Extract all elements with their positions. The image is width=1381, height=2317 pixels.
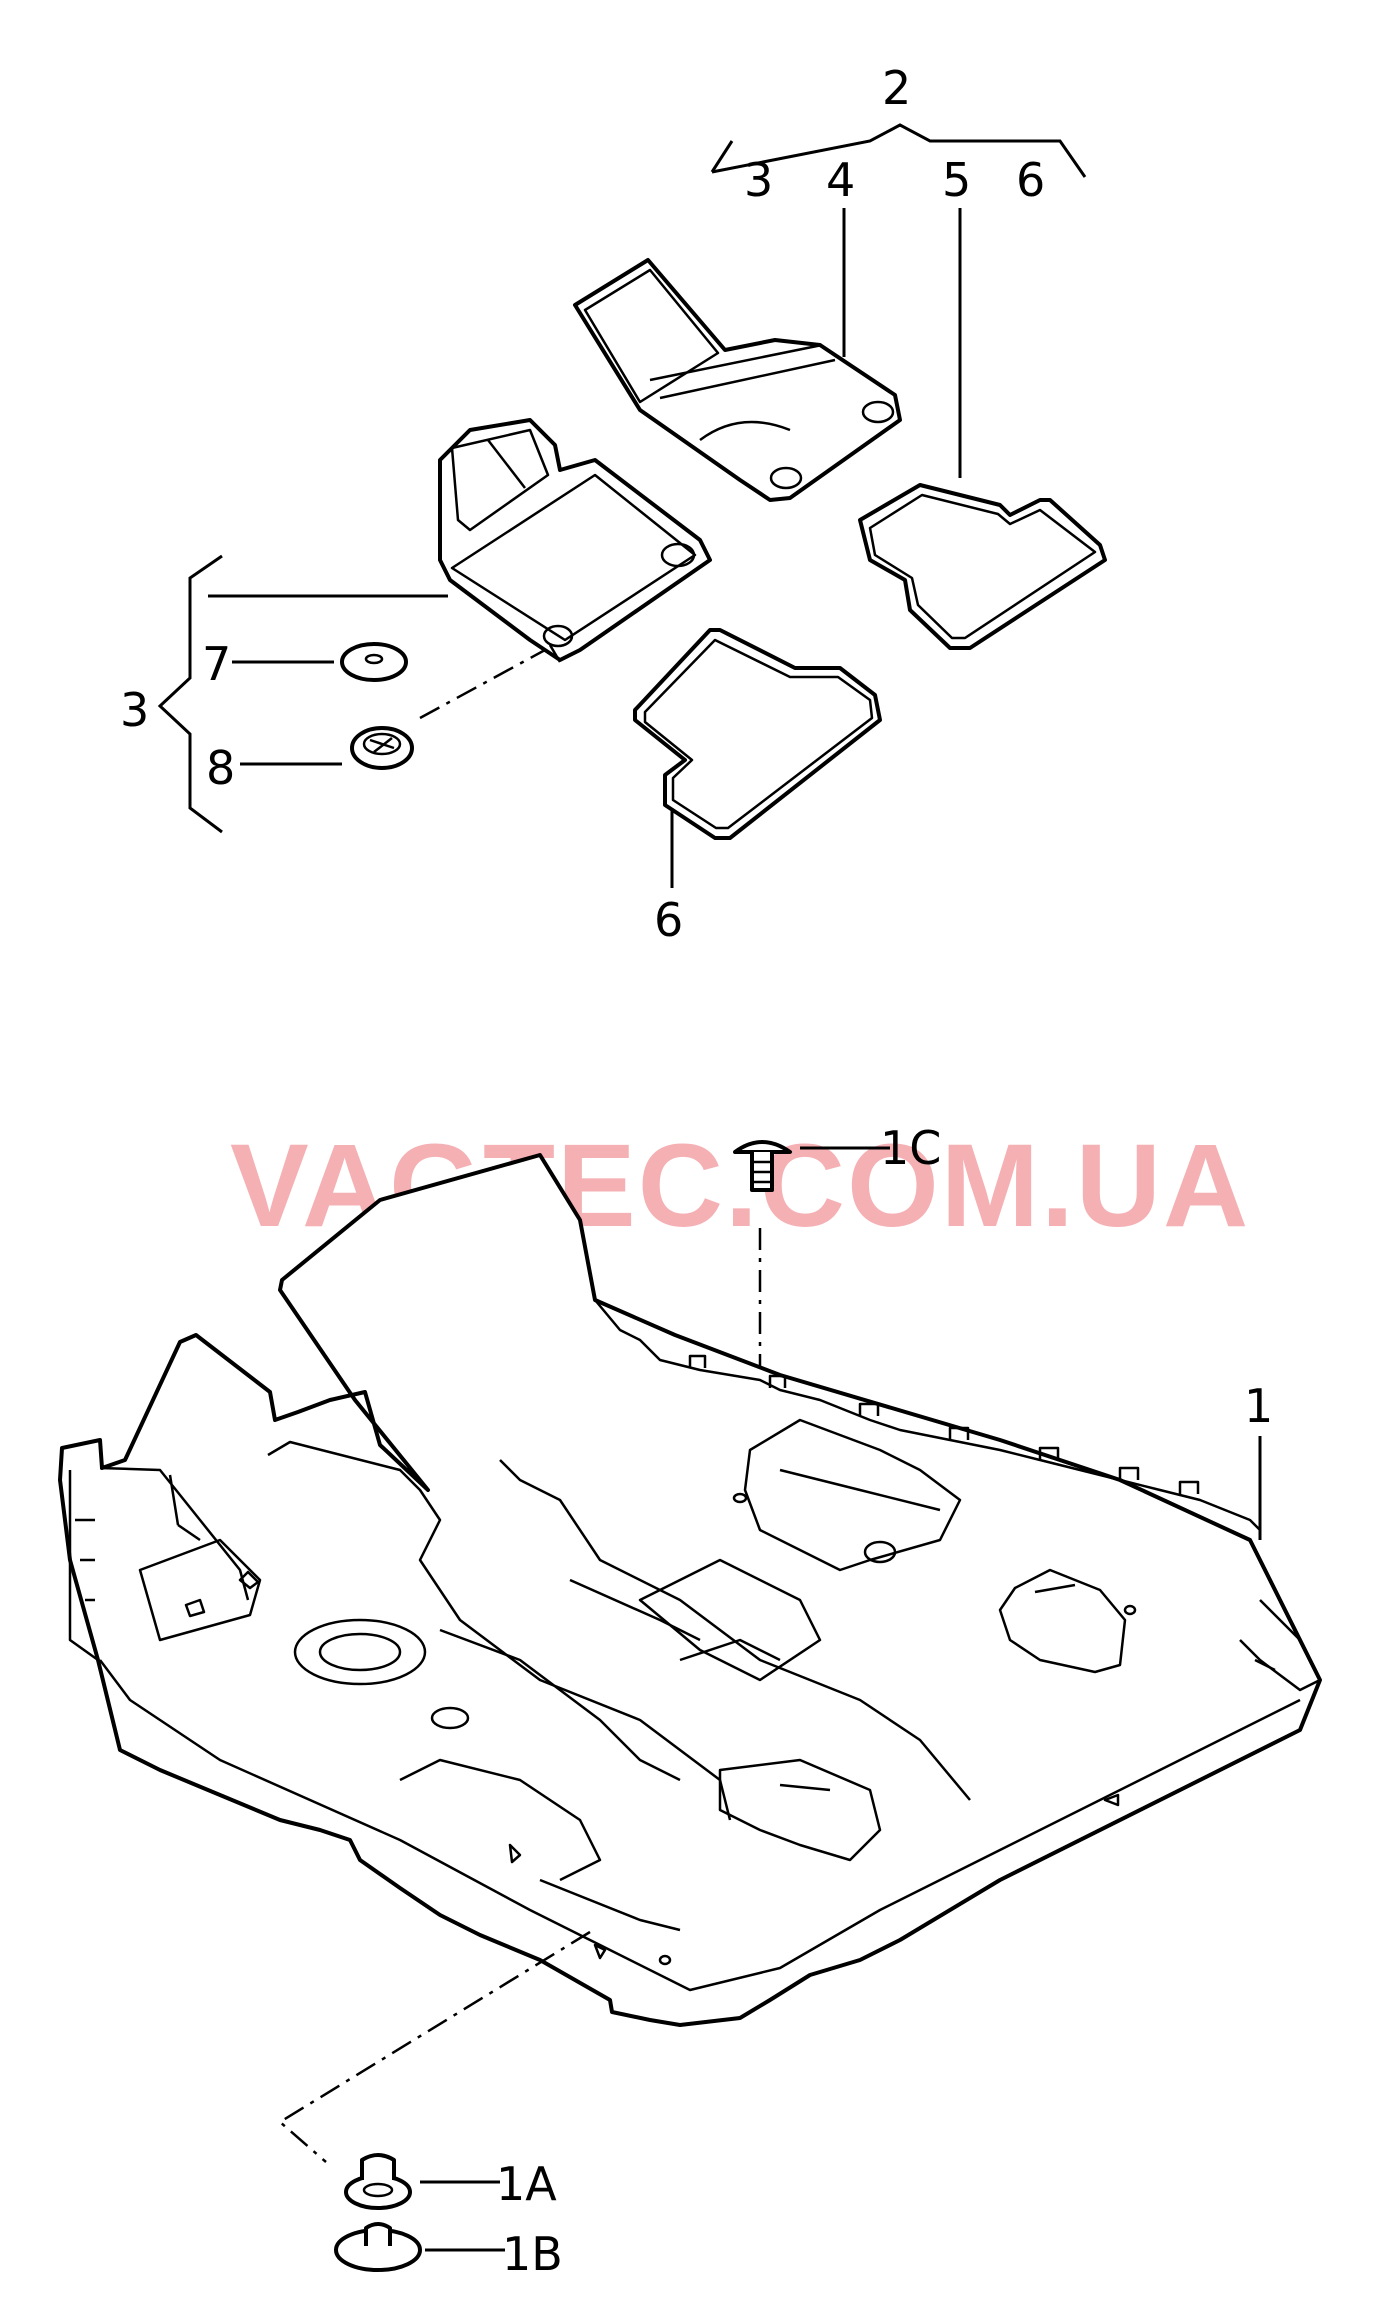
callout-sub-4: 4 — [826, 153, 855, 207]
dash-leader-1a — [277, 1930, 591, 2163]
callout-item-1b: 1B — [502, 2227, 563, 2281]
callout-sub-3: 3 — [744, 153, 773, 207]
callout-2: 2 — [882, 61, 911, 115]
floor-covering — [58, 1153, 1322, 2027]
screw-1c — [733, 1140, 792, 1192]
clip-washer-7 — [340, 642, 408, 682]
bracket-group-2 — [710, 123, 1087, 178]
floor-mat-rear-right — [858, 483, 1107, 650]
washer-1b — [334, 2222, 422, 2272]
bracket-group-3 — [157, 554, 223, 834]
retaining-clip-8 — [350, 726, 414, 770]
callout-sub-5: 5 — [942, 153, 971, 207]
floor-mat-front-left — [438, 418, 712, 663]
callout-item-1: 1 — [1244, 1379, 1273, 1433]
dash-leader-8 — [419, 648, 546, 720]
callout-sub-6: 6 — [1016, 153, 1045, 207]
callout-item-6: 6 — [654, 893, 683, 947]
callout-item-1c: 1C — [880, 1121, 941, 1175]
callout-item-1a: 1A — [496, 2157, 557, 2211]
callout-item-8: 8 — [206, 741, 235, 795]
clip-1a — [344, 2153, 412, 2210]
floor-mat-front-right — [633, 628, 882, 840]
callout-item-7: 7 — [202, 637, 231, 691]
floor-mat-rear-left — [573, 258, 902, 502]
callout-group-3: 3 — [120, 683, 149, 737]
